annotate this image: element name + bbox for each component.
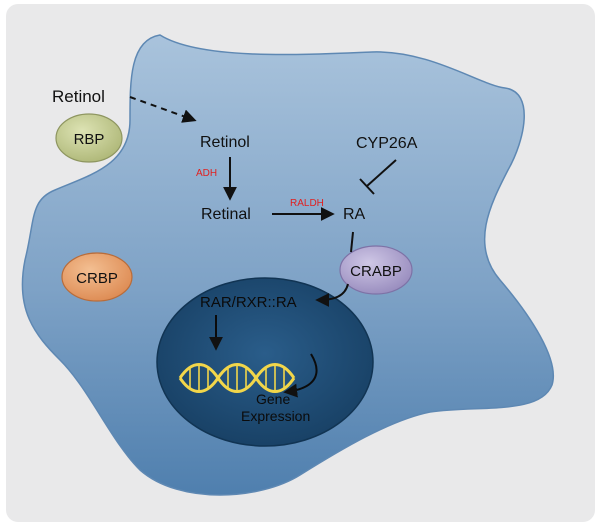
rbp-bubble [55,113,123,163]
crabp-label: CRABP [350,263,402,280]
retinol-inside-label: Retinol [200,134,250,151]
dna-helix-icon [178,363,296,393]
ra-label: RA [343,206,366,223]
retinol-uptake-arrow [129,96,197,123]
rar-rxr-label: RAR/RXR::RA [200,294,297,311]
expression-label: Expression [241,408,310,424]
nucleus [156,277,374,447]
crabp-bubble [339,245,413,295]
retinal-label: Retinal [201,206,251,223]
ra-to-crabp-line [350,231,354,253]
adh-label: ADH [196,168,217,179]
crbp-label: CRBP [76,270,118,287]
dna-to-expression-arrow [283,353,318,398]
gene-label: Gene [256,391,290,407]
cell-body [21,34,554,496]
cyp26a-inhibition-line [366,159,397,187]
retinol-outside-label: Retinol [52,87,105,106]
rbp-label: RBP [74,131,105,148]
cyp26a-label: CYP26A [356,135,418,152]
raldh-label: RALDH [290,198,324,209]
crabp-to-nucleus-arrow [315,283,349,307]
cyp26a-inhibition-bar [359,178,375,195]
crbp-bubble [61,252,133,302]
